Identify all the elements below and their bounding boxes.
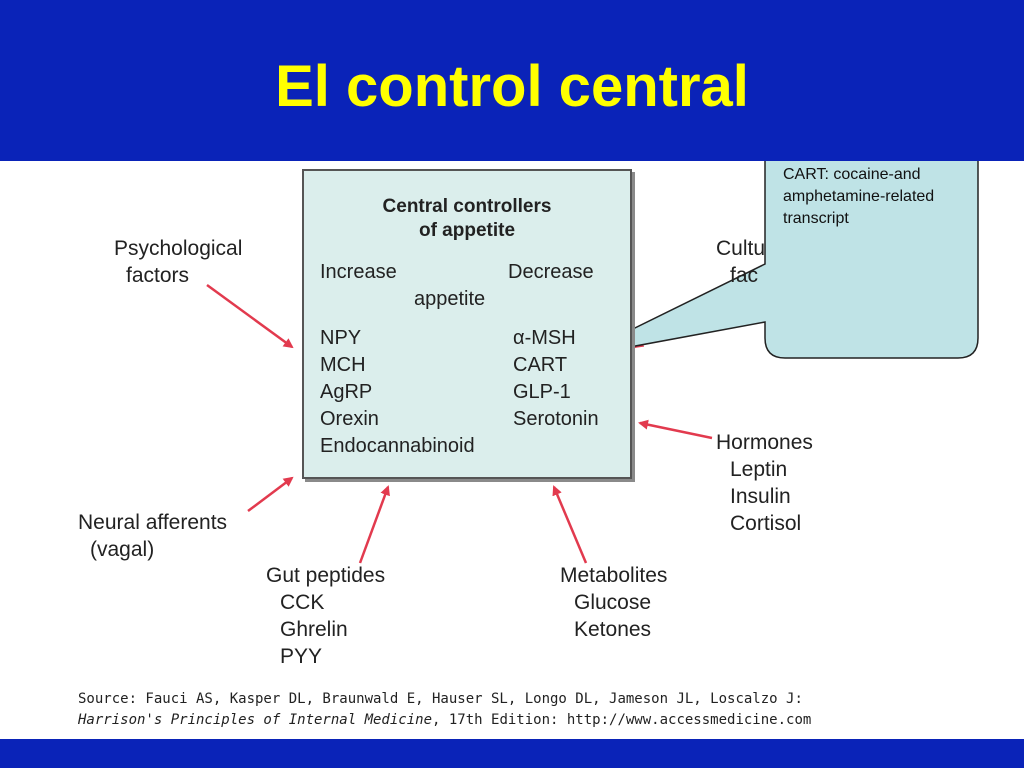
hormones-item: Insulin (730, 485, 791, 508)
arrow-psychological (206, 283, 294, 349)
central-controllers-box: Central controllers of appetite Increase… (302, 169, 632, 479)
neural-afferents-label: Neural afferents (vagal) (78, 509, 227, 563)
appetite-label: appetite (414, 288, 486, 310)
gut-item: CCK (280, 591, 325, 614)
decrease-item: CART (513, 354, 568, 376)
increase-item: AgRP (320, 381, 373, 403)
box-heading-line2: of appetite (418, 220, 516, 241)
arrow-gut (358, 485, 390, 564)
increase-item: Endocannabinoid (320, 435, 475, 457)
neural-line2: (vagal) (90, 538, 155, 561)
source-line1: Source: Fauci AS, Kasper DL, Braunwald E… (78, 691, 803, 707)
cultural-factors-label: Cultu fac (716, 235, 765, 289)
source-line2: Harrison's Principles of Internal Medici… (78, 710, 811, 731)
gut-item: PYY (280, 645, 323, 668)
hormones-item: Cortisol (730, 512, 802, 535)
psychological-line2: factors (126, 264, 190, 287)
arrow-hormones (638, 419, 713, 440)
cultural-line1: Cultu (716, 237, 766, 260)
box-heading-line1: Central controllers (382, 196, 552, 217)
slide-title: El control central (275, 54, 749, 119)
neural-line1: Neural afferents (78, 511, 228, 534)
hormones-item: Leptin (730, 458, 788, 481)
metabolites-label: Metabolites Glucose Ketones (560, 562, 667, 643)
hormones-label: Hormones Leptin Insulin Cortisol (716, 429, 813, 537)
psychological-factors-label: Psychological factors (114, 235, 242, 289)
diagram-panel: Central controllers of appetite Increase… (0, 161, 1024, 739)
metabolites-item: Ketones (574, 618, 652, 641)
cultural-line2: fac (730, 264, 759, 287)
increase-item: NPY (320, 327, 362, 349)
decrease-item: GLP-1 (513, 381, 571, 403)
decrease-item: Serotonin (513, 408, 599, 430)
source-book-title: Harrison's Principles of Internal Medici… (78, 712, 433, 728)
increase-item: Orexin (320, 408, 379, 430)
arrow-neural (247, 476, 294, 512)
gut-peptides-label: Gut peptides CCK Ghrelin PYY (266, 562, 385, 670)
source-citation: Source: Fauci AS, Kasper DL, Braunwald E… (78, 689, 811, 731)
decrease-item: α-MSH (513, 327, 576, 349)
cart-callout-text: CART: cocaine-and amphetamine-related tr… (783, 166, 935, 227)
hormones-heading: Hormones (716, 431, 813, 454)
increase-label: Increase (320, 261, 397, 283)
decrease-list: α-MSH CART GLP-1 Serotonin (513, 325, 599, 433)
psychological-line1: Psychological (114, 237, 243, 260)
metabolites-item: Glucose (574, 591, 652, 614)
arrow-metabolites (552, 485, 588, 564)
callout-bubble (575, 161, 979, 359)
increase-item: MCH (320, 354, 366, 376)
arrows-layer (206, 161, 979, 564)
metabolites-heading: Metabolites (560, 564, 668, 587)
increase-list: NPY MCH AgRP Orexin Endocannabinoid (320, 325, 475, 460)
source-edition-url: , 17th Edition: http://www.accessmedicin… (432, 712, 812, 728)
box-heading: Central controllers of appetite (304, 195, 630, 243)
gut-item: Ghrelin (280, 618, 348, 641)
gut-heading: Gut peptides (266, 564, 386, 587)
decrease-label: Decrease (508, 261, 594, 283)
